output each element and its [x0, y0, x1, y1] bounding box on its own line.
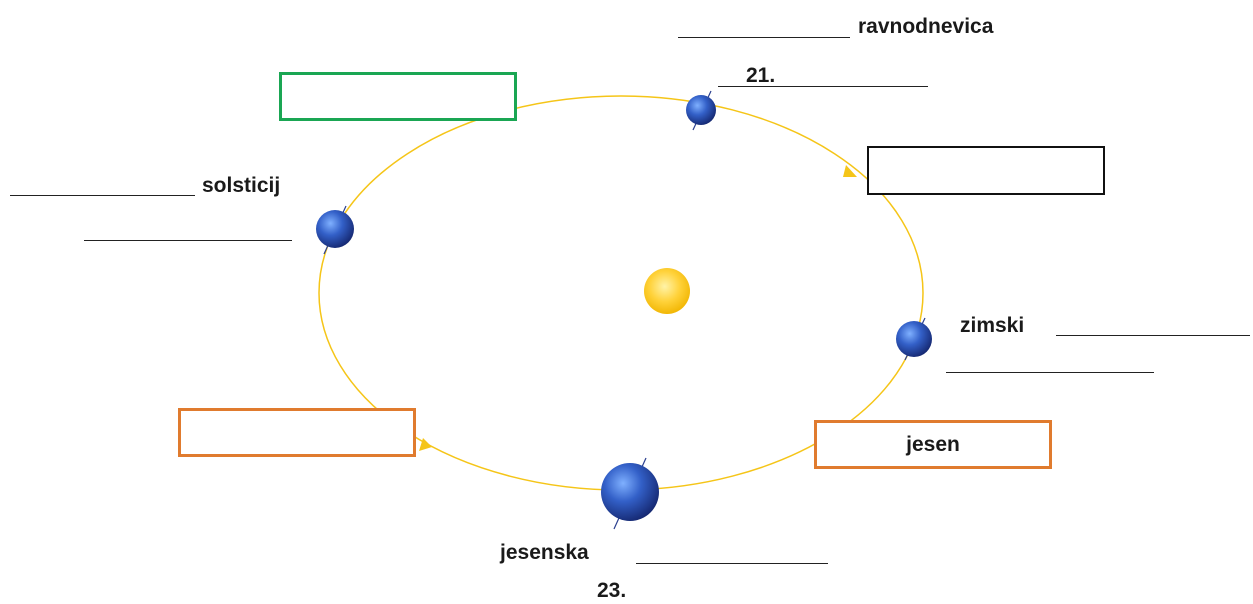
answer-box-orange-right-text: jesen — [906, 432, 960, 456]
label-solstice: solsticij — [202, 174, 281, 197]
answer-box-orange-left[interactable] — [178, 408, 416, 457]
orbit-arrow-right — [843, 165, 857, 177]
sun — [644, 268, 690, 314]
label-date-21: 21. — [746, 64, 776, 87]
earth-right — [896, 317, 932, 361]
answer-box-green-text — [282, 75, 514, 118]
answer-box-black-text — [869, 148, 1103, 193]
answer-box-orange-left-text — [181, 411, 413, 454]
earth-bottom — [601, 457, 659, 530]
blank-line-right-second[interactable] — [946, 372, 1154, 373]
label-date-23: 23. — [597, 579, 627, 602]
blank-line-top-equinox[interactable] — [678, 37, 850, 38]
label-winter: zimski — [960, 314, 1025, 337]
blank-line-left-second[interactable] — [84, 240, 292, 241]
blank-line-left-solstice[interactable] — [10, 195, 195, 196]
blank-line-right-winter[interactable] — [1056, 335, 1250, 336]
earth-top — [686, 90, 716, 131]
answer-box-orange-right[interactable]: jesen — [814, 420, 1052, 469]
blank-line-bottom-autumn[interactable] — [636, 563, 828, 564]
blank-line-top-date[interactable] — [718, 86, 928, 87]
earth-left — [316, 205, 354, 255]
answer-box-green[interactable] — [279, 72, 517, 121]
orbit-arrow-left — [419, 438, 432, 451]
label-autumn: jesenska — [500, 541, 589, 564]
answer-box-black[interactable] — [867, 146, 1105, 195]
label-equinox: ravnodnevica — [858, 15, 994, 38]
